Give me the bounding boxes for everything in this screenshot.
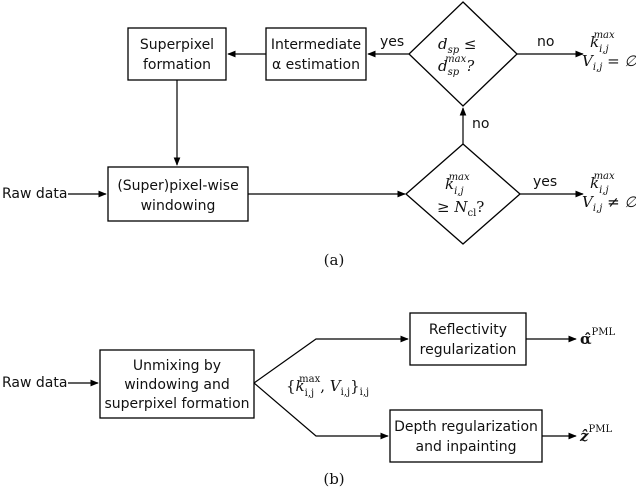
decision-bottom-line-2: ≥ Ncl? <box>437 198 484 219</box>
arrow-to-depth <box>253 382 389 440</box>
superpixel-line-1: Superpixel <box>140 37 214 53</box>
caption-b: (b) <box>323 470 344 488</box>
label-no-vertical: no <box>472 116 489 132</box>
output-bottom-k: ki,jmax <box>590 171 615 196</box>
output-top-k: ki,jmax <box>590 30 615 55</box>
reflectivity-line-2: regularization <box>420 342 517 358</box>
output-top-v: Vi,j = ∅ <box>582 52 636 73</box>
unmixing-line-2: windowing and <box>124 377 230 393</box>
reflectivity-line-1: Reflectivity <box>429 322 507 338</box>
label-yes-bottom: yes <box>533 174 557 190</box>
decision-top-line-2: dspmax? <box>438 54 475 78</box>
panel-b: Raw data Unmixing by windowing and super… <box>2 312 616 488</box>
raw-data-label-b: Raw data <box>2 375 67 391</box>
set-label: {ki,jmax, Vi,j}i,j <box>286 374 369 399</box>
depth-line-1: Depth regularization <box>394 419 538 435</box>
depth-box <box>389 409 543 463</box>
windowing-line-2: windowing <box>141 198 216 214</box>
decision-diamond-bottom <box>405 143 521 245</box>
output-alpha: α̂PML <box>580 327 616 348</box>
decision-bottom-line-1: ki,jmax <box>445 172 470 197</box>
depth-line-2: and inpainting <box>416 439 517 455</box>
output-bottom-v: Vi,j ≠ ∅ <box>582 193 636 214</box>
unmixing-line-3: superpixel formation <box>104 396 249 412</box>
reflectivity-box <box>409 312 527 366</box>
intermediate-line-2: α estimation <box>272 57 360 73</box>
caption-a: (a) <box>324 251 345 269</box>
decision-diamond-top <box>408 1 518 107</box>
panel-a: Raw data (Super)pixel-wise windowing Sup… <box>2 1 636 269</box>
intermediate-line-1: Intermediate <box>271 37 361 53</box>
label-yes-top: yes <box>380 34 404 50</box>
windowing-line-1: (Super)pixel-wise <box>117 178 238 194</box>
unmixing-line-1: Unmixing by <box>133 358 221 374</box>
arrow-to-reflectivity <box>253 335 409 384</box>
label-no-top: no <box>537 34 554 50</box>
output-z: ẑPML <box>579 424 612 445</box>
raw-data-label-a: Raw data <box>2 186 67 202</box>
superpixel-line-2: formation <box>143 57 211 73</box>
decision-top-line-1: dsp ≤ <box>438 35 477 56</box>
superpixel-formation-box <box>127 27 227 81</box>
unmixing-box <box>99 349 255 419</box>
